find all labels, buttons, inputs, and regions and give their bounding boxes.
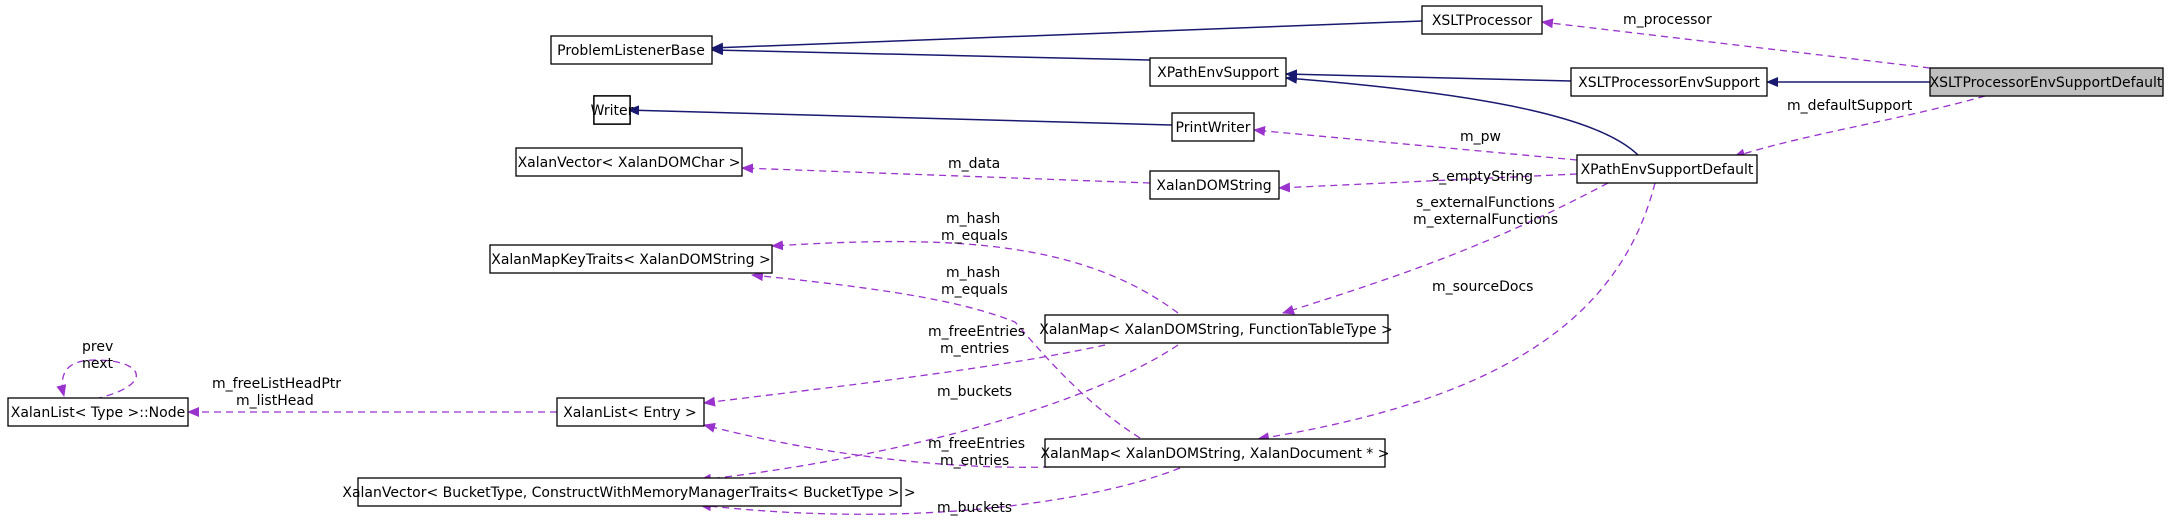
node-label: XSLTProcessorEnvSupport xyxy=(1578,75,1760,91)
label-m-buckets-1: m_buckets xyxy=(937,384,1012,400)
edge-s-emptystring xyxy=(1278,173,1578,193)
node-printwriter[interactable]: PrintWriter xyxy=(1171,112,1255,142)
node-label: XalanMap< XalanDOMString, XalanDocument … xyxy=(1041,446,1390,462)
node-xsltprocessor[interactable]: XSLTProcessor xyxy=(1421,5,1543,35)
node-xpathenvsupportdefault[interactable]: XPathEnvSupportDefault xyxy=(1576,154,1758,184)
label-m-entries-2: m_entries xyxy=(940,453,1009,469)
node-label: XPathEnvSupportDefault xyxy=(1581,162,1754,178)
edge-prev-next-self-loop xyxy=(56,359,137,400)
edge-m-defaultsupport xyxy=(1733,95,1986,159)
node-label: XalanVector< BucketType, ConstructWithMe… xyxy=(342,485,915,501)
node-label: XalanDOMString xyxy=(1156,178,1271,194)
label-m-listhead: m_listHead xyxy=(236,393,314,409)
edge-buckets-functiontable xyxy=(699,344,1179,484)
edge-xpathenvsupportdefault-to-xpathenvsupport xyxy=(1285,73,1641,158)
node-label: XalanMap< XalanDOMString, FunctionTableT… xyxy=(1039,322,1392,338)
label-m-equals-1: m_equals xyxy=(941,228,1008,244)
node-xalanlist-entry[interactable]: XalanList< Entry > xyxy=(556,397,705,427)
node-label: XalanMapKeyTraits< XalanDOMString > xyxy=(491,252,770,268)
edge-hash-equals-functiontable xyxy=(771,240,1179,314)
node-xalanlist-node[interactable]: XalanList< Type >::Node xyxy=(7,397,189,427)
edge-m-sourcedocs xyxy=(1257,182,1656,443)
node-problemlistenerbase[interactable]: ProblemListenerBase xyxy=(550,35,713,65)
node-label: Writer xyxy=(591,103,634,119)
node-label: PrintWriter xyxy=(1176,120,1251,136)
node-xsltprocessorenvsupport[interactable]: XSLTProcessorEnvSupport xyxy=(1570,67,1768,97)
label-m-entries-1: m_entries xyxy=(940,341,1009,357)
label-m-hash-1: m_hash xyxy=(946,211,1000,227)
edge-freeentries-entries-functiontable xyxy=(703,344,1106,407)
node-writer-text[interactable]: Writer xyxy=(591,103,634,119)
node-label: ProblemListenerBase xyxy=(557,43,705,59)
label-prev: prev xyxy=(82,339,113,355)
node-label: XSLTProcessor xyxy=(1432,13,1533,29)
label-m-externalfunctions: m_externalFunctions xyxy=(1413,212,1558,228)
label-m-equals-2: m_equals xyxy=(941,282,1008,298)
node-xpathenvsupport[interactable]: XPathEnvSupport xyxy=(1149,57,1287,87)
edge-xpathenvsupport-to-problemlistenerbase xyxy=(711,45,1151,61)
node-xalanvector-domchar[interactable]: XalanVector< XalanDOMChar > xyxy=(515,147,743,177)
node-label: XPathEnvSupport xyxy=(1157,65,1279,81)
label-m-freeentries-1: m_freeEntries xyxy=(928,324,1025,340)
node-label: XalanList< Entry > xyxy=(563,405,697,421)
node-label: XalanList< Type >::Node xyxy=(11,405,185,421)
label-m-defaultsupport: m_defaultSupport xyxy=(1787,98,1913,114)
label-m-data: m_data xyxy=(948,156,1000,172)
node-xalanmap-document[interactable]: XalanMap< XalanDOMString, XalanDocument … xyxy=(1041,438,1390,468)
label-s-emptystring: s_emptyString xyxy=(1432,169,1533,185)
edge-buckets-document xyxy=(699,467,1181,515)
edge-xsltprocessorenvsupport-to-xpathenvsupport xyxy=(1285,69,1572,82)
node-xsltprocessorenvsupportdefault[interactable]: XSLTProcessorEnvSupportDefault xyxy=(1929,67,2164,97)
label-m-pw: m_pw xyxy=(1460,129,1501,145)
edge-xsltprocessor-to-problemlistenerbase xyxy=(711,20,1423,53)
label-m-hash-2: m_hash xyxy=(946,265,1000,281)
label-m-freeentries-2: m_freeEntries xyxy=(928,436,1025,452)
node-xalandomstring[interactable]: XalanDOMString xyxy=(1149,170,1280,200)
node-xalanmapkeytraits[interactable]: XalanMapKeyTraits< XalanDOMString > xyxy=(489,244,773,274)
edge-m-data xyxy=(741,163,1151,184)
edge-hash-equals-document xyxy=(751,271,1141,439)
node-writer-main[interactable] xyxy=(593,95,631,125)
node-xalanmap-functiontable[interactable]: XalanMap< XalanDOMString, FunctionTableT… xyxy=(1039,314,1393,344)
edge-freeentries-entries-document xyxy=(703,422,1051,468)
label-m-freelistheadptr: m_freeListHeadPtr xyxy=(212,376,341,392)
label-m-buckets-2: m_buckets xyxy=(937,500,1012,516)
label-m-sourcedocs: m_sourceDocs xyxy=(1432,279,1533,295)
node-label: XSLTProcessorEnvSupportDefault xyxy=(1930,75,2163,91)
label-s-externalfunctions: s_externalFunctions xyxy=(1416,195,1555,211)
node-xalanvector-buckettype[interactable]: XalanVector< BucketType, ConstructWithMe… xyxy=(342,477,916,507)
label-next: next xyxy=(82,356,114,372)
edge-m-processor xyxy=(1541,18,1931,69)
node-label: XalanVector< XalanDOMChar > xyxy=(518,155,741,171)
label-m-processor: m_processor xyxy=(1623,12,1712,28)
edge-m-pw xyxy=(1253,126,1578,161)
edge-printwriter-to-writer xyxy=(627,105,1173,126)
